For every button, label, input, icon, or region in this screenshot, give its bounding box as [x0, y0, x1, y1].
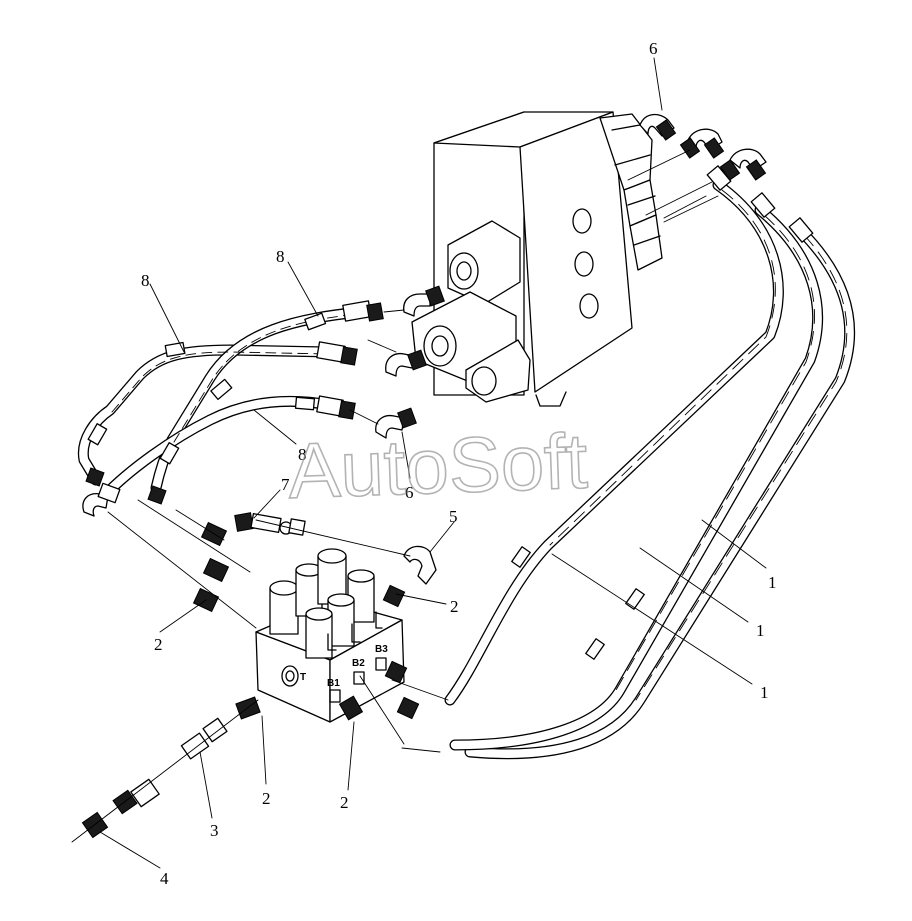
callout-6-middle: 6 [405, 483, 414, 502]
leader-lines [71, 195, 707, 843]
callout-2-bottom-a: 2 [262, 789, 271, 808]
hose-1-group [444, 165, 856, 760]
callout-5: 5 [449, 507, 458, 526]
callout-7: 7 [281, 475, 290, 494]
manifold-cylinders [269, 548, 383, 659]
callout-4: 4 [160, 869, 169, 888]
port-b3-label: B3 [375, 644, 388, 655]
elbow-fittings-front [375, 285, 445, 439]
port-t-label: T [300, 672, 306, 683]
control-valve-block [411, 111, 663, 407]
callout-6-top: 6 [649, 39, 658, 58]
adapter-chain-3-4 [81, 717, 228, 839]
adapters-2 [192, 521, 364, 721]
callout-8-top: 8 [276, 247, 285, 266]
callout-leaders [99, 57, 767, 869]
callout-2-right: 2 [450, 597, 459, 616]
fitting-7 [234, 512, 306, 536]
hose-1-middle [449, 204, 824, 751]
callout-8-lower: 8 [298, 445, 307, 464]
callout-3: 3 [210, 821, 219, 840]
distribution-manifold: T B1 B2 B3 [255, 548, 420, 723]
callout-1-middle: 1 [756, 621, 765, 640]
callout-1-outer: 1 [768, 573, 777, 592]
autosoft-watermark: AutoSoft [287, 417, 589, 515]
port-b2-label: B2 [352, 658, 365, 669]
callout-1-inner: 1 [760, 683, 769, 702]
callout-labels: 6 1 1 1 2 2 2 2 3 4 5 6 7 8 8 8 [141, 39, 777, 888]
callout-2-bottom-b: 2 [340, 793, 349, 812]
hose-8-outer [77, 344, 336, 486]
elbow-5 [403, 545, 437, 585]
port-b1-label: B1 [327, 678, 340, 689]
hose-1-outer [464, 224, 856, 760]
callout-8-left: 8 [141, 271, 150, 290]
elbow-fittings-top [627, 113, 767, 223]
hose-8-group [77, 300, 384, 498]
callout-2-left: 2 [154, 635, 163, 654]
left-elbow-fittings [82, 467, 167, 517]
hose-8-lower [102, 395, 336, 498]
